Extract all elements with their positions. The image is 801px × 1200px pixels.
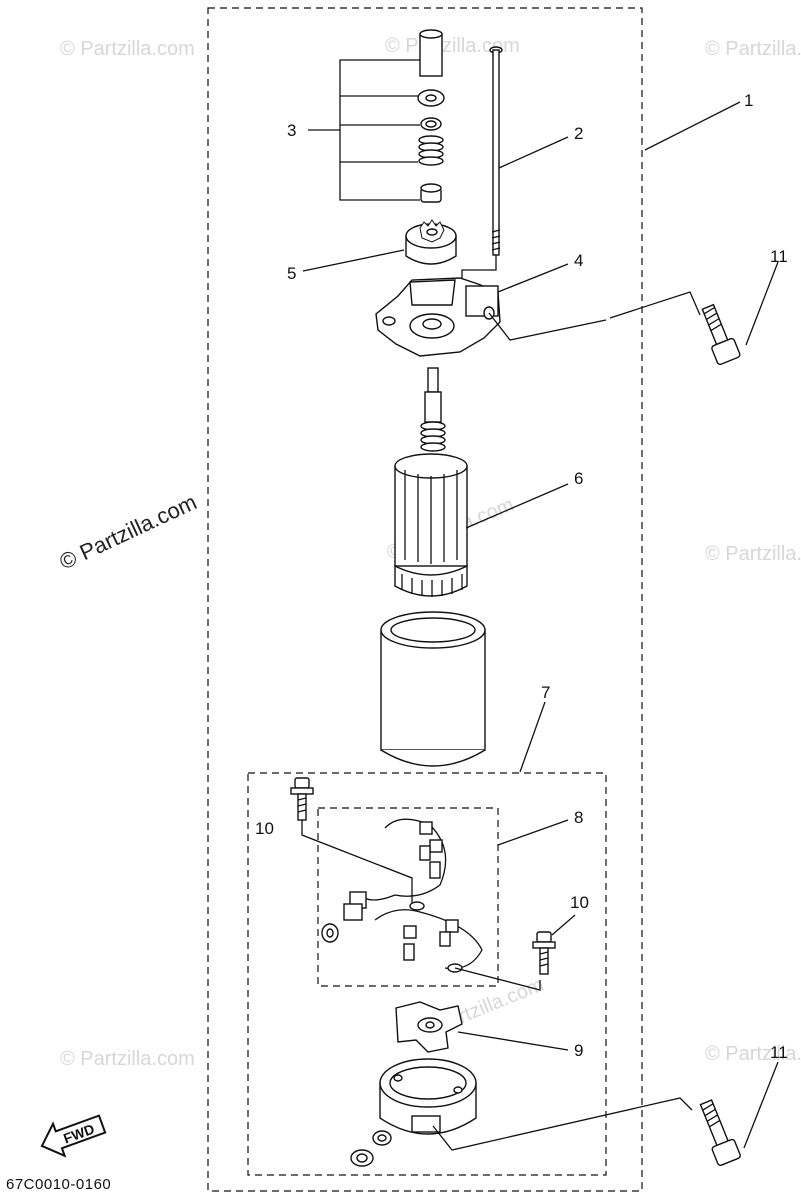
callout-1: 1 (744, 91, 753, 110)
watermark-text: © Partzilla.com (60, 38, 195, 60)
fwd-arrow-icon: FWD (40, 1114, 107, 1158)
callout-5: 5 (287, 264, 296, 283)
watermark-text: © Partzilla.com (705, 543, 801, 565)
rear-cover (379, 1058, 693, 1151)
callout-4: 4 (574, 251, 583, 270)
part-4-front-cover (375, 263, 701, 357)
washer-and-nut (350, 1130, 392, 1167)
part-9-brush-plate (395, 1001, 569, 1053)
part-5-pinion (302, 219, 457, 272)
part-10-screw-left (290, 777, 413, 905)
watermark-main: © Partzilla.com (56, 489, 201, 574)
assembly-boundary-1 (207, 7, 643, 1192)
assembly-boundary-7 (247, 772, 607, 1176)
callout-2: 2 (574, 124, 583, 143)
callout-11-top: 11 (770, 247, 788, 266)
callout-10-right: 10 (570, 893, 589, 912)
assembly-boundary-8 (317, 807, 499, 987)
callout-9: 9 (574, 1041, 583, 1060)
part-10-screw-right (454, 914, 576, 991)
callout-labels: 1 2 3 4 5 6 7 8 9 10 10 11 11 (255, 91, 788, 1062)
callout-7: 7 (541, 683, 550, 702)
yoke (380, 611, 486, 767)
part-3-drive-kit (308, 29, 445, 203)
part-2-through-bolt (461, 46, 569, 300)
watermark-text: © Partzilla.com (385, 35, 520, 57)
callout-10-left: 10 (255, 819, 274, 838)
callout-8: 8 (574, 808, 583, 827)
callout-11-bottom: 11 (770, 1043, 788, 1062)
part-11-bolt-top (701, 261, 779, 366)
part-8-brush-holder (321, 818, 569, 973)
diagram-code: 67C0010-0160 (6, 1176, 112, 1193)
watermark-text: © Partzilla.com (705, 1043, 801, 1065)
part-11-bolt-bottom (699, 1061, 779, 1166)
watermark-text: © Partzilla.com (60, 1048, 195, 1070)
callout-3: 3 (287, 121, 296, 140)
part-6-armature (394, 367, 569, 597)
callout-6: 6 (574, 469, 583, 488)
watermark-text: © Partzilla.com (705, 38, 801, 60)
